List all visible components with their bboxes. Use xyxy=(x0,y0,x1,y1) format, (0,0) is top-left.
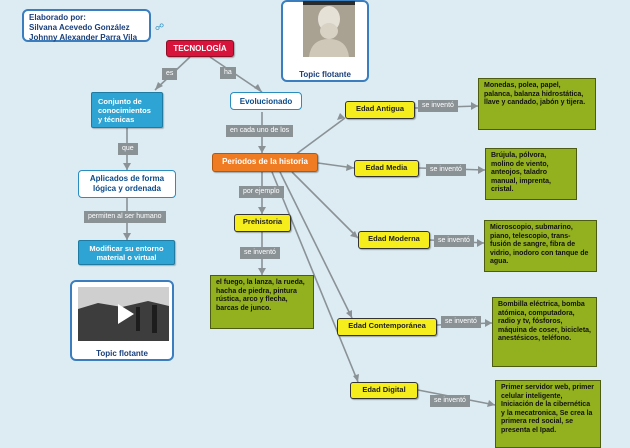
evolved-node[interactable]: Evolucionado xyxy=(230,92,302,110)
author-name-1: Silvana Acevedo González xyxy=(29,23,130,32)
era-digital-node[interactable]: Edad Digital xyxy=(350,382,418,399)
topic-floating-bottom[interactable]: Topic flotante xyxy=(70,280,174,361)
era-ancient-node[interactable]: Edad Antigua xyxy=(345,101,415,119)
label-permiten: permiten al ser humano xyxy=(84,211,166,223)
topic-caption-top: Topic flotante xyxy=(299,70,351,79)
inventions-contemporary: Bombilla eléctrica, bomba atómica, compu… xyxy=(492,297,597,367)
periods-node[interactable]: Periodos de la historia xyxy=(212,153,318,172)
topic-caption-bottom: Topic flotante xyxy=(96,349,148,358)
label-se-invento-prehistory: se inventó xyxy=(240,247,280,259)
inventions-middle: Brújula, pólvora, molino de viento, ante… xyxy=(485,148,577,200)
label-se-invento-middle: se inventó xyxy=(426,164,466,176)
label-por-ejemplo: por ejemplo xyxy=(239,186,284,198)
label-en-cada: en cada uno de los xyxy=(226,125,294,137)
label-se-invento-contemporary: se inventó xyxy=(441,316,481,328)
topic-floating-top[interactable]: Topic flotante xyxy=(281,0,369,82)
era-modern-node[interactable]: Edad Moderna xyxy=(358,231,430,249)
inventions-prehistory: el fuego, la lanza, la rueda, hacha de p… xyxy=(210,275,314,329)
technology-node[interactable]: TECNOLOGÍA xyxy=(166,40,234,57)
video-thumbnail[interactable] xyxy=(78,287,169,341)
statue-image xyxy=(303,1,355,57)
era-prehistory-node[interactable]: Prehistoria xyxy=(234,214,291,232)
play-icon[interactable] xyxy=(118,304,134,324)
label-se-invento-digital: se inventó xyxy=(430,395,470,407)
label-se-invento-modern: se inventó xyxy=(434,235,474,247)
label-es: es xyxy=(162,68,178,80)
label-ha: ha xyxy=(220,67,236,79)
set-of-knowledge-node[interactable]: Conjunto de conocimientos y técnicas xyxy=(91,92,163,128)
author-name-2: Johnny Alexander Parra Vila xyxy=(29,33,138,42)
era-contemporary-node[interactable]: Edad Contemporánea xyxy=(337,318,437,336)
applied-node[interactable]: Aplicados de forma lógica y ordenada xyxy=(78,170,176,198)
label-que: que xyxy=(118,143,138,155)
inventions-modern: Microscopio, submarino, piano, telescopi… xyxy=(484,220,597,272)
label-se-invento-ancient: se inventó xyxy=(418,100,458,112)
authors-box[interactable]: Elaborado por: Silvana Acevedo González … xyxy=(22,9,151,42)
inventions-digital: Primer servidor web, primer celular inte… xyxy=(495,380,601,448)
authors-heading: Elaborado por: xyxy=(29,13,86,22)
link-icon[interactable]: ☍ xyxy=(155,22,165,32)
modify-environment-node[interactable]: Modificar su entorno material o virtual xyxy=(78,240,175,265)
era-middle-node[interactable]: Edad Media xyxy=(354,160,419,177)
inventions-ancient: Monedas, polea, papel, palanca, balanza … xyxy=(478,78,596,130)
